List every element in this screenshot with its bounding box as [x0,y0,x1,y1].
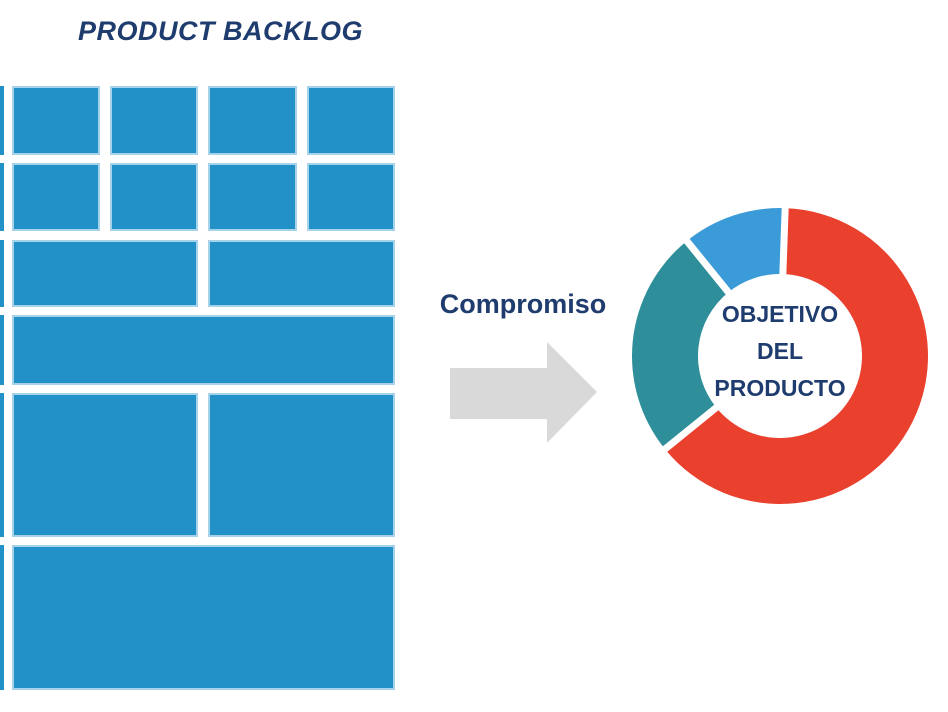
commitment-label: Compromiso [439,289,607,319]
product-backlog-wall [0,0,420,712]
goal-segment-divider [779,203,789,279]
backlog-item-brick [307,163,395,231]
backlog-item-brick [110,163,198,231]
backlog-item-brick [110,86,198,155]
goal-segment-divider [681,235,734,298]
backlog-item-brick [12,86,100,155]
backlog-item-brick [0,240,4,307]
backlog-item-brick [0,315,4,385]
backlog-item-brick [307,86,395,155]
right-arrow-icon [450,342,597,443]
backlog-item-brick [208,240,395,307]
backlog-item-brick [0,163,4,231]
backlog-item-brick [208,163,297,231]
backlog-item-brick [0,86,4,155]
backlog-item-brick [12,163,100,231]
backlog-item-brick [12,315,395,385]
goal-segment-blue [686,208,786,293]
backlog-item-brick [12,545,395,690]
backlog-item-brick [12,393,198,537]
backlog-item-brick [208,393,395,537]
backlog-item-brick [208,86,297,155]
backlog-item-brick [0,545,4,690]
backlog-item-brick [12,240,198,307]
goal-segment-divider [659,402,722,455]
product-backlog-title: PRODUCT BACKLOG [78,16,363,46]
backlog-item-brick [0,393,4,537]
product-goal-text: OBJETIVO DEL PRODUCTO [714,301,846,401]
